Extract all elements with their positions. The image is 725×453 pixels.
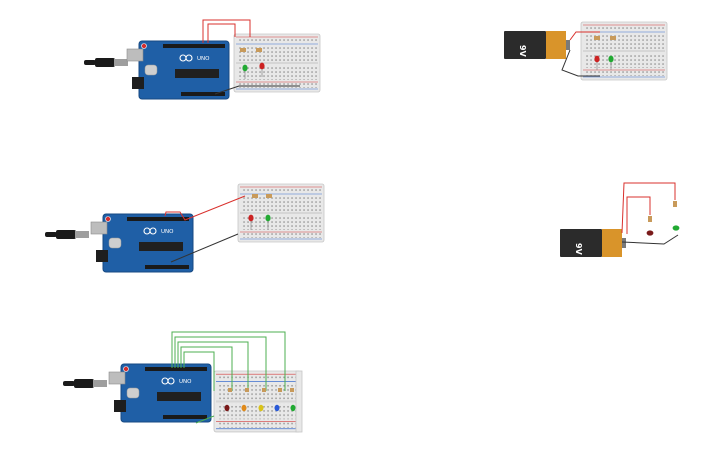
led-yellow[interactable] [258,404,264,412]
led-blue[interactable] [274,404,280,412]
resistor[interactable] [256,48,262,52]
led-green[interactable] [672,225,680,231]
battery-voltage-label: 9V [518,45,527,58]
led-green[interactable] [608,55,614,70]
resistor[interactable] [648,216,652,222]
circuit-arduino-two-leds-middle[interactable]: UNO [45,183,325,273]
led-orange[interactable] [241,404,247,412]
breadboard[interactable] [233,33,321,93]
arduino-model-label: UNO [179,379,192,385]
wire-black[interactable] [170,233,239,263]
arduino-uno-board[interactable]: UNO [126,40,230,100]
circuit-battery-two-leds-middle[interactable]: 9V [560,182,680,257]
led-red[interactable] [224,404,230,412]
resistor[interactable] [252,194,258,198]
wire-red[interactable] [164,195,246,221]
breadboard[interactable] [213,370,301,433]
led-green[interactable] [290,404,296,412]
resistor[interactable] [673,201,677,207]
wire-red[interactable] [621,182,676,234]
breadboard[interactable] [237,183,325,243]
usb-plug-icon [45,230,89,239]
wire-black[interactable] [561,49,600,77]
arduino-uno-board[interactable]: UNO [90,213,194,273]
battery-voltage-label: 9V [574,243,583,256]
circuit-arduino-two-leds-top[interactable]: UNO [84,19,321,100]
wire-red[interactable] [207,23,236,43]
led-red[interactable] [259,62,265,77]
wire-red[interactable] [626,196,651,234]
resistor[interactable] [290,388,294,392]
resistor[interactable] [262,388,266,392]
led-red[interactable] [594,55,600,70]
usb-plug-icon [63,379,107,388]
led-red[interactable] [248,214,254,230]
led-red[interactable] [646,230,654,236]
wire-red[interactable] [569,31,600,41]
breadboard-extension[interactable] [295,370,303,433]
wire-black[interactable] [214,85,300,95]
wire-black[interactable] [621,234,679,245]
usb-plug-icon [84,58,128,67]
arduino-model-label: UNO [197,56,210,62]
wire-red[interactable] [202,19,251,43]
led-green[interactable] [265,214,271,230]
battery-9v[interactable]: 9V [504,31,570,59]
resistor[interactable] [610,36,616,40]
wire-green[interactable] [171,331,286,424]
resistor[interactable] [240,48,246,52]
arduino-uno-board[interactable]: UNO [108,363,212,423]
resistor[interactable] [266,194,272,198]
resistor[interactable] [245,388,249,392]
circuit-battery-two-leds-top[interactable]: 9V [504,21,668,81]
resistor[interactable] [228,388,232,392]
arduino-model-label: UNO [161,229,174,235]
circuit-arduino-five-leds[interactable]: UNO [63,331,303,433]
led-green[interactable] [242,64,248,79]
battery-9v[interactable]: 9V [560,229,626,257]
resistor[interactable] [278,388,282,392]
breadboard[interactable] [580,21,668,81]
resistor[interactable] [594,36,600,40]
